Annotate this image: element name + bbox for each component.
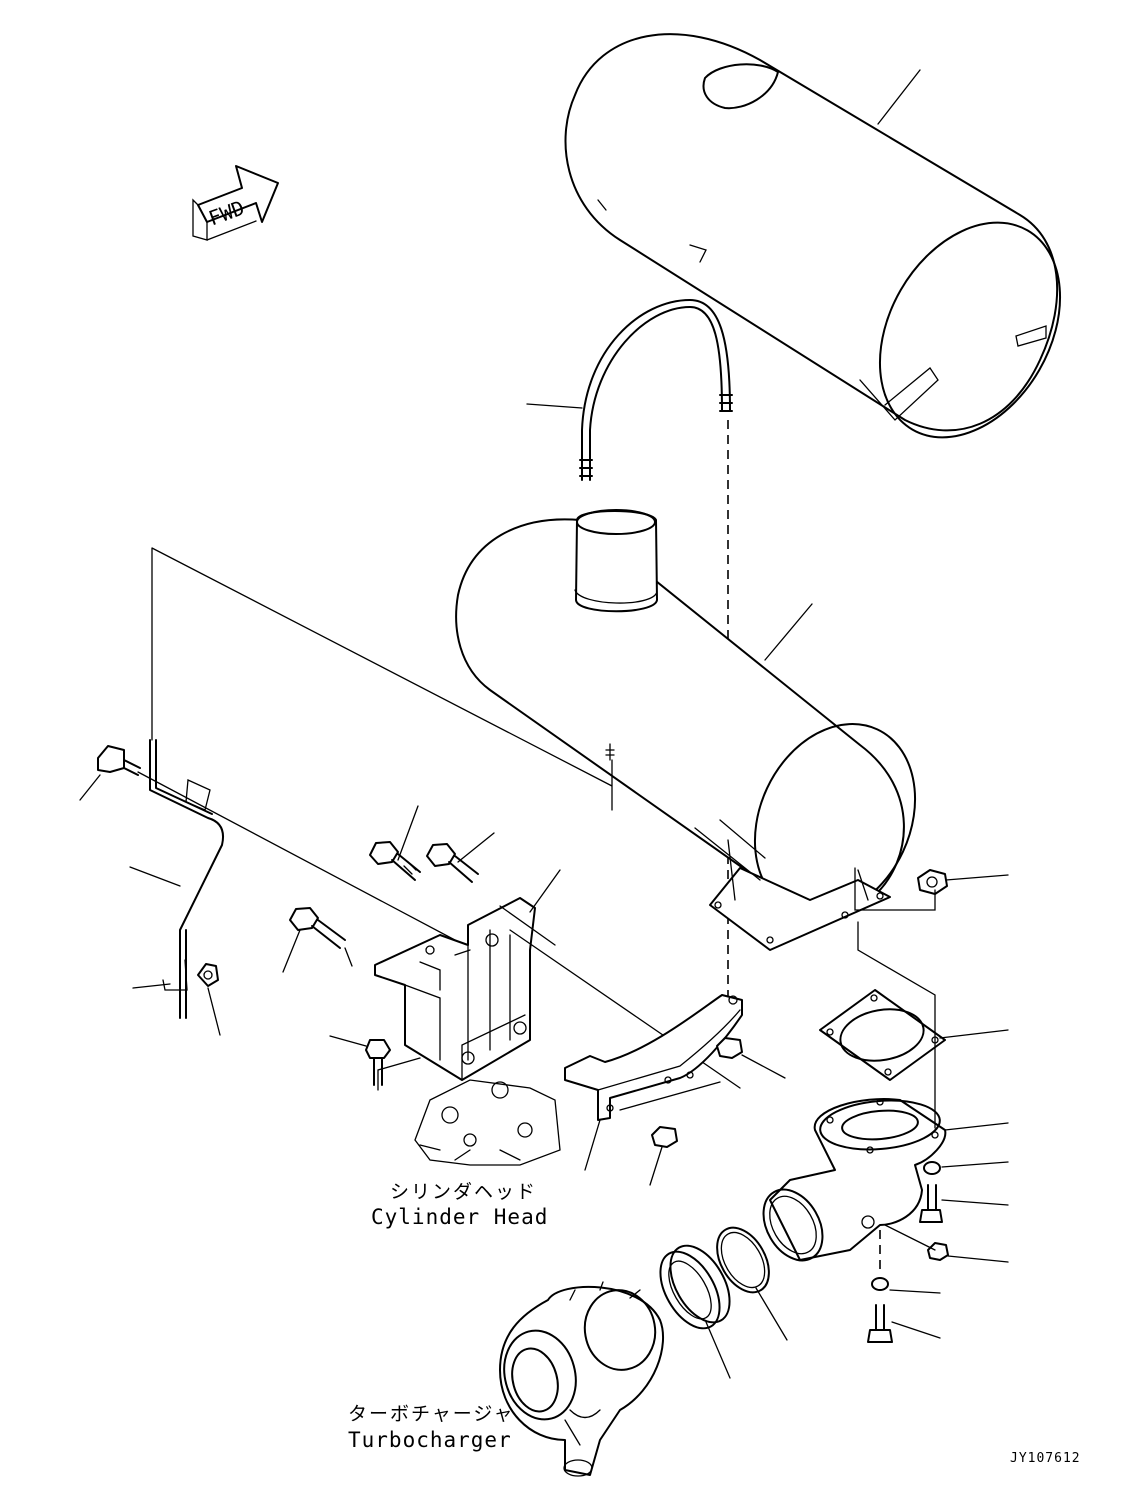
washer-nut bbox=[197, 963, 221, 1036]
bolt bbox=[426, 832, 495, 883]
fwd-arrow-icon: FWD bbox=[192, 165, 279, 241]
clamp bbox=[659, 1244, 731, 1379]
bolt bbox=[79, 745, 471, 949]
bolt bbox=[369, 805, 421, 881]
exhaust-elbow bbox=[762, 921, 1009, 1262]
turbocharger: ターボチャージャ Turbocharger bbox=[348, 1281, 665, 1477]
cylinder-head: シリンダヘッド Cylinder Head bbox=[371, 1079, 561, 1229]
muffler bbox=[151, 509, 917, 951]
turbocharger-label-jp: ターボチャージャ bbox=[348, 1403, 514, 1425]
cylinder-head-label-jp: シリンダヘッド bbox=[390, 1181, 537, 1203]
cylinder-head-label: Cylinder Head bbox=[371, 1205, 548, 1229]
muffler-bracket bbox=[374, 869, 741, 1089]
nut bbox=[884, 1224, 1009, 1263]
drawing-code: JY107612 bbox=[1010, 1451, 1081, 1466]
washer bbox=[923, 1161, 1009, 1175]
bolt bbox=[282, 907, 353, 973]
nut bbox=[649, 1126, 678, 1186]
bolt bbox=[867, 1304, 941, 1343]
support-bracket bbox=[564, 994, 743, 1171]
gasket bbox=[819, 989, 1009, 1081]
nut bbox=[716, 1037, 786, 1079]
bolt bbox=[919, 1184, 1009, 1223]
washer bbox=[871, 1230, 941, 1294]
support-rod bbox=[129, 739, 225, 1019]
bolt bbox=[329, 1035, 421, 1091]
muffler-cover bbox=[564, 33, 1062, 439]
nut bbox=[854, 867, 1009, 911]
turbocharger-label: Turbocharger bbox=[348, 1428, 512, 1452]
gasket-ring bbox=[716, 1226, 788, 1341]
